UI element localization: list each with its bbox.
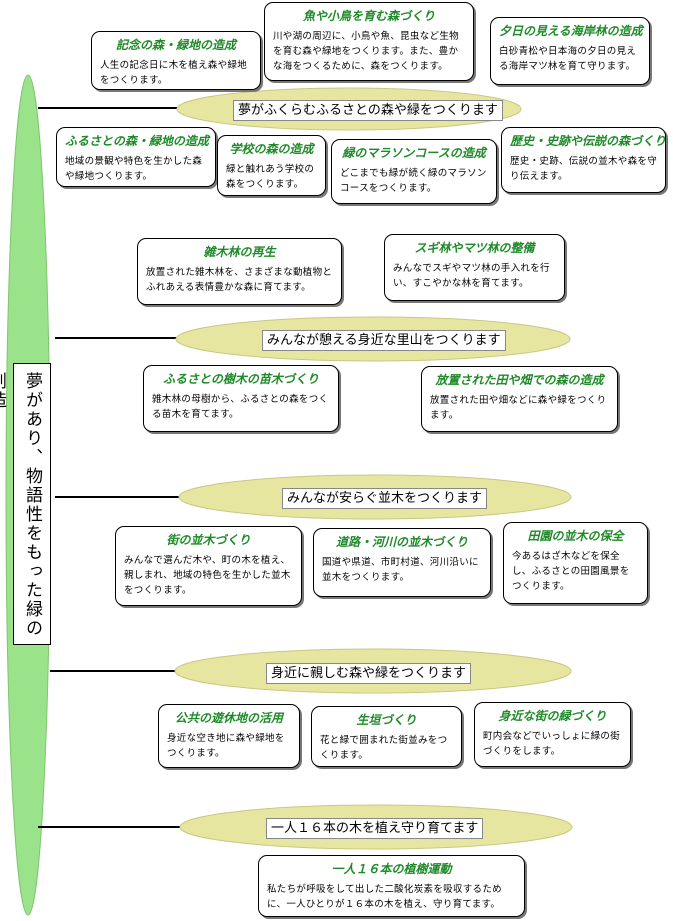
- item-box: ふるさとの樹木の苗木づくり 雑木林の母樹から、ふるさとの森をつくる苗木を育てます…: [143, 365, 339, 432]
- item-desc: 花と緑で囲まれた街並みをつくります。: [320, 735, 448, 761]
- item-box: 公共の遊休地の活用 身近な空き地に森や緑地をつくります。: [158, 704, 300, 768]
- item-box: 生垣づくり 花と緑で囲まれた街並みをつくります。: [311, 706, 462, 767]
- item-desc: 私たちが呼吸をして出した二酸化炭素を吸収するために、一人ひとりが１６本の木を植え…: [267, 884, 502, 910]
- item-desc: 国道や県道、市町村道、河川沿いに並木をつくります。: [322, 557, 479, 583]
- item-desc: 今あるはざ木などを保全し、ふるさとの田園風景をつくります。: [512, 551, 630, 592]
- item-box: 街の並木づくり みんなで選んだ木や、町の木を植え、親しまれ、地域の特色を生かした…: [115, 526, 302, 606]
- item-box: 田園の並木の保全 今あるはざ木などを保全し、ふるさとの田園風景をつくります。: [503, 522, 648, 604]
- goal-label: 身近に親しむ森や緑をつくります: [266, 663, 472, 684]
- item-desc: みんなで選んだ木や、町の木を植え、親しまれ、地域の特色を生かした並木をつくります…: [124, 555, 291, 596]
- item-desc: 川や湖の周辺に、小鳥や魚、昆虫など生物を育む森や緑地をつくります。また、豊かな海…: [273, 31, 459, 72]
- item-title: スギ林やマツ林の整備: [414, 241, 535, 255]
- item-box: 雑木林の再生 放置された雑木林を、さまざまな動植物とふれあえる表情豊かな森に育て…: [137, 238, 342, 305]
- goal-label: 一人１６本の木を植え守り育てます: [266, 818, 484, 839]
- item-title: 歴史・史跡や伝説の森づくり: [510, 134, 667, 148]
- item-desc: 白砂青松や日本海の夕日の見える海岸マツ林を育て守ります。: [499, 46, 637, 72]
- item-title: 記念の森・緑地の造成: [115, 38, 236, 52]
- item-box: 放置された田や畑での森の造成 放置された田や畑などに森や緑をつくります。: [421, 366, 618, 432]
- item-box: 学校の森の造成 緑と触れあう学校の森をつくります。: [217, 135, 326, 196]
- item-desc: みんなでスギやマツ林の手入れを行い、すこやかな林を育てます。: [393, 263, 550, 289]
- goal-label: 夢がふくらむふるさとの森や緑をつくります: [233, 100, 503, 121]
- item-title: 田園の並木の保全: [527, 529, 624, 543]
- item-desc: 雑木林の母樹から、ふるさとの森をつくる苗木を育てます。: [152, 394, 329, 420]
- item-box: 記念の森・緑地の造成 人生の記念日に木を植え森や緑地をつくります。: [91, 31, 261, 90]
- item-desc: 緑と触れあう学校の森をつくります。: [226, 164, 315, 190]
- item-box: 魚や小鳥を育む森づくり 川や湖の周辺に、小鳥や魚、昆虫など生物を育む森や緑地をつ…: [264, 2, 474, 81]
- root-label: 夢があり、物語性をもった緑の創造: [0, 363, 51, 645]
- item-title: 夕日の見える海岸林の造成: [499, 24, 643, 38]
- item-desc: 町内会などでいっしょに緑の街づくりをします。: [483, 731, 621, 757]
- item-desc: 放置された雑木林を、さまざまな動植物とふれあえる表情豊かな森に育てます。: [146, 267, 333, 293]
- item-box: 緑のマラソンコースの造成 どこまでも緑が続く緑のマラソンコースをつくります。: [331, 139, 497, 204]
- item-box: 道路・河川の並木づくり 国道や県道、市町村道、河川沿いに並木をつくります。: [313, 528, 491, 597]
- item-title: 一人１６本の植樹運動: [331, 862, 452, 876]
- item-desc: 地域の景観や特色を生かした森や緑地つくります。: [65, 156, 203, 182]
- item-box: ふるさとの森・緑地の造成 地域の景観や特色を生かした森や緑地つくります。: [56, 127, 216, 187]
- item-desc: 歴史・史跡、伝説の並木や森を守り伝えます。: [510, 156, 658, 182]
- item-box: 歴史・史跡や伝説の森づくり 歴史・史跡、伝説の並木や森を守り伝えます。: [501, 127, 666, 193]
- goal-label: みんなが安らぐ並木をつくります: [282, 488, 488, 509]
- item-desc: 身近な空き地に森や緑地をつくります。: [167, 733, 285, 759]
- item-title: 放置された田や畑での森の造成: [435, 373, 604, 387]
- item-box: 夕日の見える海岸林の造成 白砂青松や日本海の夕日の見える海岸マツ林を育て守ります…: [490, 17, 650, 85]
- item-desc: 人生の記念日に木を植え森や緑地をつくります。: [100, 60, 248, 86]
- goal-label: みんなが憩える身近な里山をつくります: [262, 330, 506, 351]
- item-title: 雑木林の再生: [203, 245, 276, 259]
- item-title: 公共の遊休地の活用: [174, 711, 283, 725]
- item-title: 身近な街の緑づくり: [498, 709, 607, 723]
- item-title: 街の並木づくり: [166, 533, 251, 547]
- item-title: 生垣づくり: [356, 713, 417, 727]
- item-box: 身近な街の緑づくり 町内会などでいっしょに緑の街づくりをします。: [474, 702, 631, 767]
- item-title: 魚や小鳥を育む森づくり: [302, 9, 435, 23]
- item-box: 一人１６本の植樹運動 私たちが呼吸をして出した二酸化炭素を吸収するために、一人ひ…: [258, 855, 525, 917]
- item-desc: 放置された田や畑などに森や緑をつくります。: [430, 395, 607, 421]
- item-title: 緑のマラソンコースの造成: [342, 146, 486, 160]
- item-title: ふるさとの森・緑地の造成: [65, 134, 209, 148]
- item-title: ふるさとの樹木の苗木づくり: [163, 372, 319, 386]
- item-title: 道路・河川の並木づくり: [335, 535, 468, 549]
- item-desc: どこまでも緑が続く緑のマラソンコースをつくります。: [340, 168, 487, 194]
- item-box: スギ林やマツ林の整備 みんなでスギやマツ林の手入れを行い、すこやかな林を育てます…: [384, 234, 565, 301]
- item-title: 学校の森の造成: [229, 142, 314, 156]
